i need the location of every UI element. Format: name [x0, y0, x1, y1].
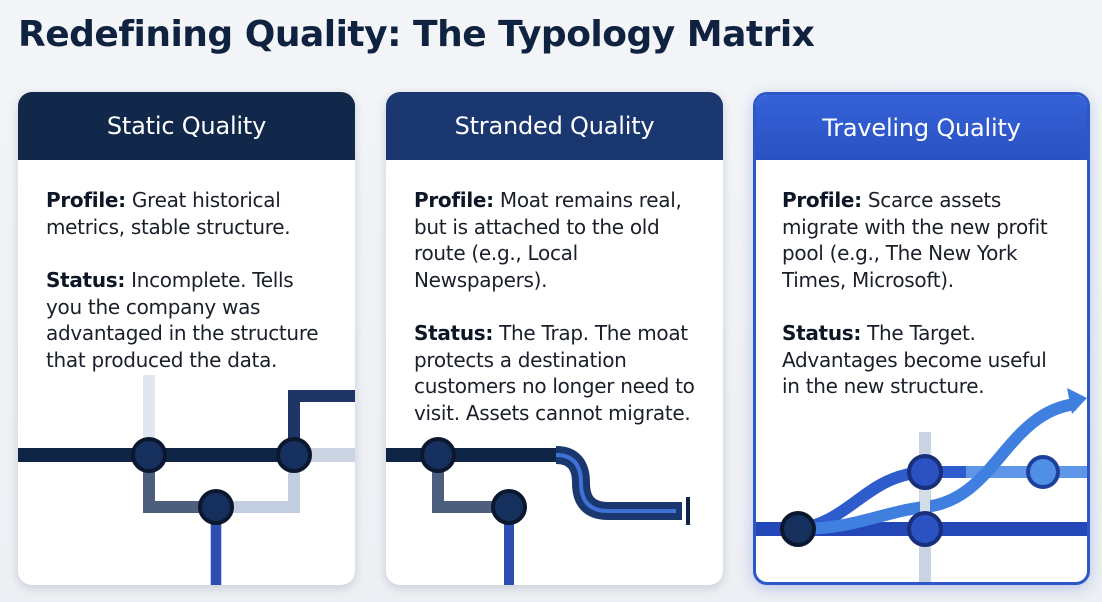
- card-traveling-quality: Traveling Quality Profile: Scarce assets…: [753, 92, 1090, 585]
- status-label: Status:: [782, 321, 862, 345]
- profile-text: Scarce assets migrate with the new profi…: [782, 188, 1048, 292]
- status-paragraph: Status: The Target. Advantages become us…: [782, 320, 1061, 400]
- status-text: The Target. Advantages become useful in …: [782, 321, 1047, 398]
- static-network-icon: [18, 375, 355, 585]
- card-header: Static Quality: [18, 92, 355, 160]
- profile-paragraph: Profile: Moat remains real, but is attac…: [414, 187, 697, 293]
- status-paragraph: Status: Incomplete. Tells you the compan…: [46, 267, 329, 373]
- card-title: Static Quality: [106, 112, 267, 140]
- card-body: Profile: Great historical metrics, stabl…: [18, 160, 355, 373]
- profile-label: Profile:: [782, 188, 862, 212]
- card-header: Stranded Quality: [386, 92, 723, 160]
- card-title: Traveling Quality: [822, 113, 1021, 142]
- status-paragraph: Status: The Trap. The moat protects a de…: [414, 320, 697, 426]
- profile-paragraph: Profile: Great historical metrics, stabl…: [46, 187, 329, 240]
- page-title: Redefining Quality: The Typology Matrix: [18, 14, 815, 55]
- card-title: Stranded Quality: [454, 112, 655, 140]
- stranded-route-icon: [386, 437, 690, 585]
- profile-paragraph: Profile: Scarce assets migrate with the …: [782, 187, 1061, 293]
- profile-label: Profile:: [414, 188, 494, 212]
- profile-text: Moat remains real, but is attached to th…: [414, 188, 682, 292]
- profile-label: Profile:: [46, 188, 126, 212]
- card-body: Profile: Moat remains real, but is attac…: [386, 160, 723, 426]
- profile-text: Great historical metrics, stable structu…: [46, 188, 291, 239]
- status-label: Status:: [46, 268, 126, 292]
- card-stranded-quality: Stranded Quality Profile: Moat remains r…: [386, 92, 723, 585]
- status-text: The Trap. The moat protects a destinatio…: [414, 321, 695, 425]
- card-body: Profile: Scarce assets migrate with the …: [756, 160, 1087, 400]
- card-static-quality: Static Quality Profile: Great historical…: [18, 92, 355, 585]
- status-label: Status:: [414, 321, 494, 345]
- card-header: Traveling Quality: [756, 95, 1087, 160]
- traveling-arrow-icon: [756, 388, 1087, 582]
- status-text: Incomplete. Tells you the company was ad…: [46, 268, 319, 372]
